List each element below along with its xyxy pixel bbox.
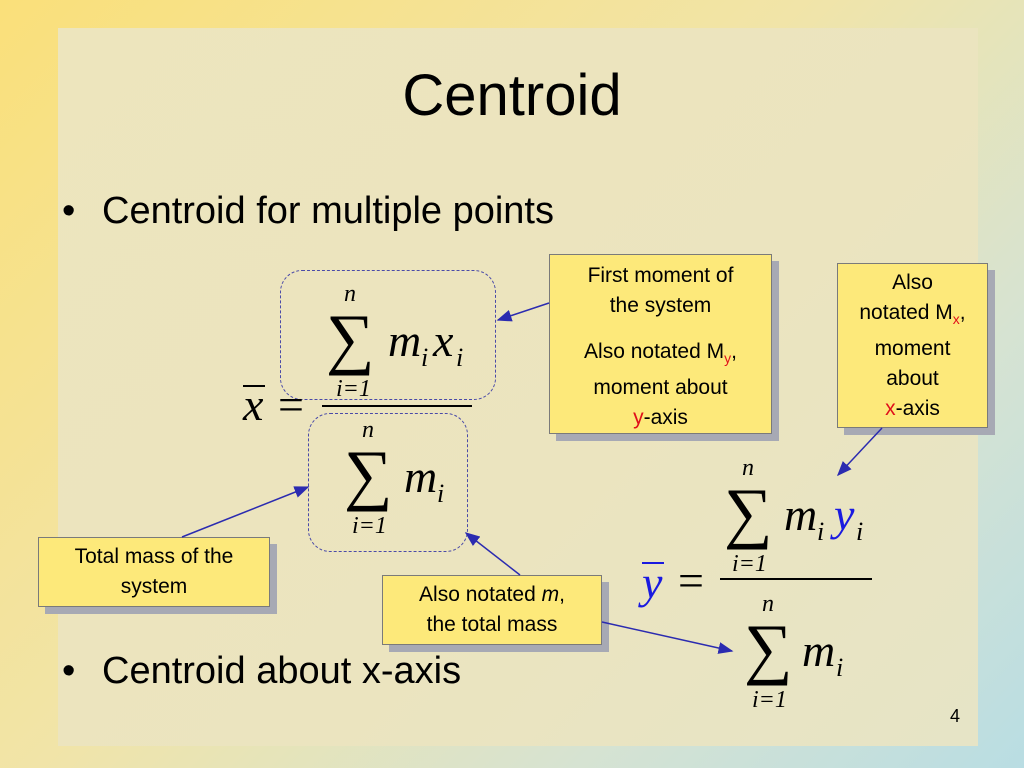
callout-line: x-axis [838,394,987,424]
callout-text: Also notated [419,583,542,606]
callout-line: Total mass of the [74,545,234,568]
callout-subscript: x [952,311,960,328]
index-subscript: i [421,343,429,372]
formula-lhs: x [243,379,264,430]
equals-sign: = [678,555,704,606]
summation-symbol: ∑ [326,300,375,376]
mass-variable: m [802,625,836,676]
callout-text: notated M [859,301,953,324]
page-number: 4 [949,706,960,726]
formula-lhs: y [642,557,663,608]
index-subscript: i [836,653,844,682]
arrow-mx [836,427,883,477]
callout-text: , [959,301,966,324]
index-subscript: i [437,479,445,508]
callout-line: the system [609,294,712,317]
index-subscript: i [456,343,464,372]
fraction-bar [322,405,472,407]
callout-line: Also notated My, [550,337,771,373]
sum-lower-limit: i=1 [336,376,371,402]
total-mass-callout: Total mass of the system [38,537,270,607]
callout-text: m [541,583,560,606]
callout-text: y [633,406,644,430]
callout-line: moment [874,337,951,361]
callout-text: , [731,340,737,363]
sum-upper-limit: n [742,455,754,481]
callout-line: y-axis [550,403,771,433]
slide-title: Centroid [402,63,622,128]
callout-line: Also notated m, [383,580,601,610]
x-variable: x [433,315,454,366]
overbar [642,562,664,564]
bullet-item: • Centroid for multiple points [62,190,554,233]
callout-line: system [120,575,188,598]
denominator-highlight-box [308,413,468,552]
bullet-symbol: • [62,190,76,232]
index-subscript: i [856,517,864,546]
callout-line: notated Mx, [838,298,987,334]
callout-line: Also [892,271,933,294]
overbar [243,385,265,387]
fraction-bar [720,578,872,580]
sum-upper-limit: n [362,417,374,443]
callout-line: First moment of [587,264,734,287]
m-total-callout: Also notated m, the total mass [382,575,602,645]
bullet-text: Centroid for multiple points [102,190,554,232]
arrow-first-moment [496,302,550,322]
numerator-highlight-box [280,270,496,400]
callout-text: -axis [643,406,688,430]
mx-callout: Also notated Mx, moment about x-axis [837,263,988,428]
sum-upper-limit: n [344,281,356,307]
arrow-m-total-right [601,621,734,654]
mass-variable: m [784,489,818,540]
sum-upper-limit: n [762,591,774,617]
callout-text: , [559,583,565,606]
bullet-item: • Centroid about x-axis [62,650,461,693]
mass-variable: m [388,315,422,366]
callout-line: moment about [593,376,728,400]
callout-text: Also notated M [584,340,725,363]
bullet-text: Centroid about x-axis [102,650,462,692]
callout-line: the total mass [426,613,558,636]
callout-text: -axis [895,397,940,421]
callout-text: x [885,397,896,421]
sum-lower-limit: i=1 [352,513,387,539]
mass-variable: m [404,451,438,502]
arrow-m-total-up [464,532,521,576]
sum-lower-limit: i=1 [732,551,767,577]
callout-subscript: y [724,350,732,367]
index-subscript: i [817,517,825,546]
bullet-symbol: • [62,650,76,692]
summation-symbol: ∑ [344,436,393,512]
equals-sign: = [278,379,304,430]
summation-symbol: ∑ [744,610,793,686]
summation-symbol: ∑ [724,474,773,550]
sum-lower-limit: i=1 [752,687,787,713]
y-variable: y [834,489,855,540]
arrow-total-mass [181,486,310,538]
callout-line: about [886,367,939,391]
first-moment-callout: First moment of the system Also notated … [549,254,772,434]
